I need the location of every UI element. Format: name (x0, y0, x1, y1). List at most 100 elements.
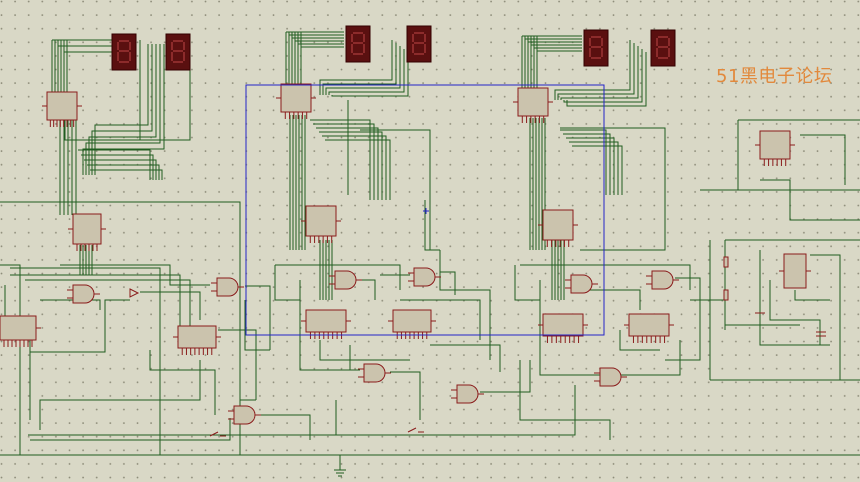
and-gate[interactable] (358, 363, 391, 383)
segment (353, 32, 363, 34)
wire (590, 289, 641, 310)
wire (244, 300, 270, 351)
seven-segment-display[interactable] (165, 33, 191, 71)
and-gate[interactable] (451, 384, 484, 404)
wire (563, 133, 611, 195)
wire (554, 40, 631, 100)
and-gate[interactable] (408, 267, 441, 287)
segment (668, 48, 670, 57)
wire (87, 164, 160, 180)
decoder-chip-body (0, 315, 37, 341)
wire (91, 44, 153, 175)
segment (119, 40, 129, 42)
wire (424, 200, 440, 251)
forum-watermark: 51黑电子论坛 (716, 66, 833, 87)
wire (322, 43, 397, 95)
segment (129, 42, 131, 50)
seven-segment-display[interactable] (583, 29, 609, 67)
counter-chip[interactable] (513, 87, 553, 123)
segment (363, 34, 365, 42)
wire (800, 134, 846, 185)
resistor[interactable] (723, 256, 729, 268)
segment (171, 52, 173, 61)
wire (794, 290, 830, 301)
counter-chip-body (759, 130, 791, 160)
segment (117, 52, 119, 61)
wire (439, 250, 491, 360)
switch-icon[interactable] (209, 431, 226, 437)
wire (566, 52, 647, 107)
wire (275, 264, 401, 290)
decoder-chip[interactable] (624, 313, 674, 343)
decoder-chip-body (542, 209, 574, 241)
wire (30, 418, 231, 441)
decoder-chip-body (542, 313, 584, 337)
wire (665, 277, 701, 361)
segment (412, 44, 414, 53)
segment (351, 44, 353, 53)
wire (25, 279, 191, 330)
wire (760, 179, 860, 221)
gate-body (413, 267, 436, 287)
and-gate[interactable] (565, 274, 598, 294)
buffer-triangle[interactable] (129, 288, 140, 298)
switch-icon[interactable] (407, 427, 424, 433)
cursor-crosshair-icon (423, 208, 429, 214)
decoder-chip[interactable] (0, 315, 41, 347)
seven-segment-display[interactable] (406, 25, 432, 63)
wire (310, 119, 371, 200)
wire (440, 271, 456, 295)
segment (412, 34, 414, 42)
counter-chip-body (280, 83, 312, 113)
segment (589, 48, 591, 57)
wire (0, 264, 21, 455)
decoder-chip[interactable] (68, 213, 106, 251)
wire (724, 240, 800, 326)
seven-segment-display[interactable] (650, 29, 676, 67)
timer-chip[interactable] (779, 253, 811, 289)
decoder-chip-body (628, 313, 670, 337)
resistor[interactable] (723, 289, 729, 301)
wire (82, 44, 165, 175)
wire (10, 274, 181, 330)
and-gate[interactable] (67, 284, 100, 304)
component-layer[interactable] (0, 25, 826, 477)
counter-chip[interactable] (755, 130, 795, 166)
segment (119, 61, 129, 63)
wire (274, 265, 300, 301)
counter-chip[interactable] (276, 83, 316, 119)
wire (140, 291, 201, 320)
seven-segment-display[interactable] (111, 33, 137, 71)
seven-segment-display[interactable] (345, 25, 371, 63)
and-gate[interactable] (646, 270, 679, 290)
segment (414, 42, 424, 44)
timer-chip-body (783, 253, 807, 289)
and-gate[interactable] (594, 367, 627, 387)
segment (414, 53, 424, 55)
decoder-chip[interactable] (173, 325, 221, 355)
decoder-chip[interactable] (388, 309, 436, 339)
and-gate[interactable] (329, 270, 362, 290)
wire (319, 40, 393, 95)
decoder-chip[interactable] (301, 205, 341, 243)
segment (591, 46, 601, 48)
wire (85, 44, 161, 175)
counter-chip[interactable] (42, 91, 82, 127)
segment (353, 53, 363, 55)
wire (30, 299, 130, 353)
wire (514, 265, 540, 301)
and-gate[interactable] (228, 405, 261, 425)
segment (119, 50, 129, 52)
wire (325, 46, 401, 95)
and-gate[interactable] (211, 277, 244, 297)
wire (28, 385, 576, 436)
decoder-chip-body (392, 309, 432, 333)
wire (430, 344, 501, 372)
decoder-chip[interactable] (538, 313, 588, 343)
wire (569, 141, 619, 195)
decoder-chip[interactable] (538, 209, 578, 247)
segment (589, 38, 591, 46)
segment (173, 40, 183, 42)
